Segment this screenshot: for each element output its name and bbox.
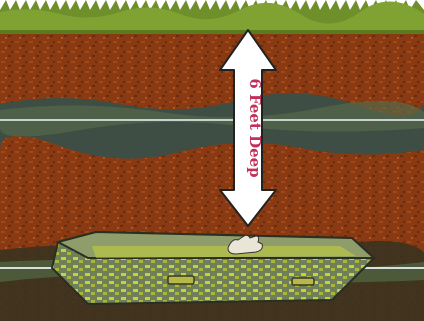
coffin-handle	[292, 278, 314, 285]
coffin-handle	[168, 276, 194, 284]
grass-surface	[0, 0, 424, 34]
coffin-icon	[52, 232, 374, 304]
depth-label: 6 Feet Deep	[246, 78, 264, 177]
